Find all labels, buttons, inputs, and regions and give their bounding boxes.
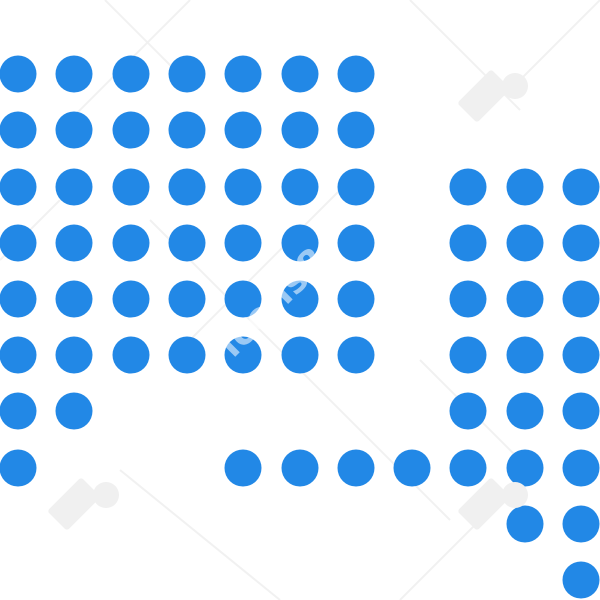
dot bbox=[55, 224, 93, 262]
dot bbox=[337, 449, 375, 487]
dot bbox=[112, 280, 150, 318]
dot bbox=[449, 168, 487, 206]
dot bbox=[55, 111, 93, 149]
dot bbox=[506, 449, 544, 487]
dot bbox=[112, 55, 150, 93]
dot bbox=[224, 224, 262, 262]
dot bbox=[55, 280, 93, 318]
dot bbox=[449, 392, 487, 430]
dot bbox=[337, 336, 375, 374]
dot bbox=[224, 336, 262, 374]
dot bbox=[0, 449, 37, 487]
dot bbox=[506, 505, 544, 543]
dot bbox=[0, 224, 37, 262]
dot bbox=[506, 280, 544, 318]
dot bbox=[393, 449, 431, 487]
dot bbox=[449, 280, 487, 318]
dot bbox=[168, 55, 206, 93]
dot bbox=[112, 336, 150, 374]
dot bbox=[449, 224, 487, 262]
dot bbox=[0, 392, 37, 430]
dot bbox=[168, 224, 206, 262]
watermark-logo-icon bbox=[48, 70, 528, 530]
dot bbox=[0, 55, 37, 93]
dot bbox=[562, 280, 600, 318]
dot bbox=[224, 111, 262, 149]
dot bbox=[224, 280, 262, 318]
dot bbox=[562, 392, 600, 430]
dot bbox=[0, 280, 37, 318]
dot bbox=[337, 224, 375, 262]
dots-group bbox=[0, 55, 600, 599]
dot bbox=[506, 336, 544, 374]
dot bbox=[281, 336, 319, 374]
dot bbox=[168, 111, 206, 149]
dot bbox=[281, 168, 319, 206]
dot bbox=[562, 224, 600, 262]
dot bbox=[562, 168, 600, 206]
dot bbox=[562, 449, 600, 487]
dot bbox=[337, 111, 375, 149]
dot bbox=[506, 224, 544, 262]
dot bbox=[112, 224, 150, 262]
dot bbox=[281, 111, 319, 149]
dot bbox=[281, 224, 319, 262]
dot bbox=[55, 392, 93, 430]
dot bbox=[55, 55, 93, 93]
dot bbox=[168, 280, 206, 318]
dot bbox=[449, 336, 487, 374]
dot bbox=[281, 55, 319, 93]
dot bbox=[562, 505, 600, 543]
dot bbox=[112, 168, 150, 206]
dot bbox=[281, 449, 319, 487]
dot bbox=[562, 336, 600, 374]
dot bbox=[55, 336, 93, 374]
dot bbox=[224, 55, 262, 93]
dot bbox=[337, 280, 375, 318]
dot bbox=[281, 280, 319, 318]
dot bbox=[55, 168, 93, 206]
dot bbox=[112, 111, 150, 149]
dot bbox=[337, 168, 375, 206]
dot bbox=[449, 449, 487, 487]
dot bbox=[0, 168, 37, 206]
dot bbox=[0, 111, 37, 149]
dot bbox=[506, 392, 544, 430]
dot bbox=[506, 168, 544, 206]
dot bbox=[168, 168, 206, 206]
dot bbox=[224, 168, 262, 206]
dot bbox=[0, 336, 37, 374]
dot bbox=[168, 336, 206, 374]
dot bbox=[337, 55, 375, 93]
dot bbox=[562, 561, 600, 599]
dot bbox=[224, 449, 262, 487]
